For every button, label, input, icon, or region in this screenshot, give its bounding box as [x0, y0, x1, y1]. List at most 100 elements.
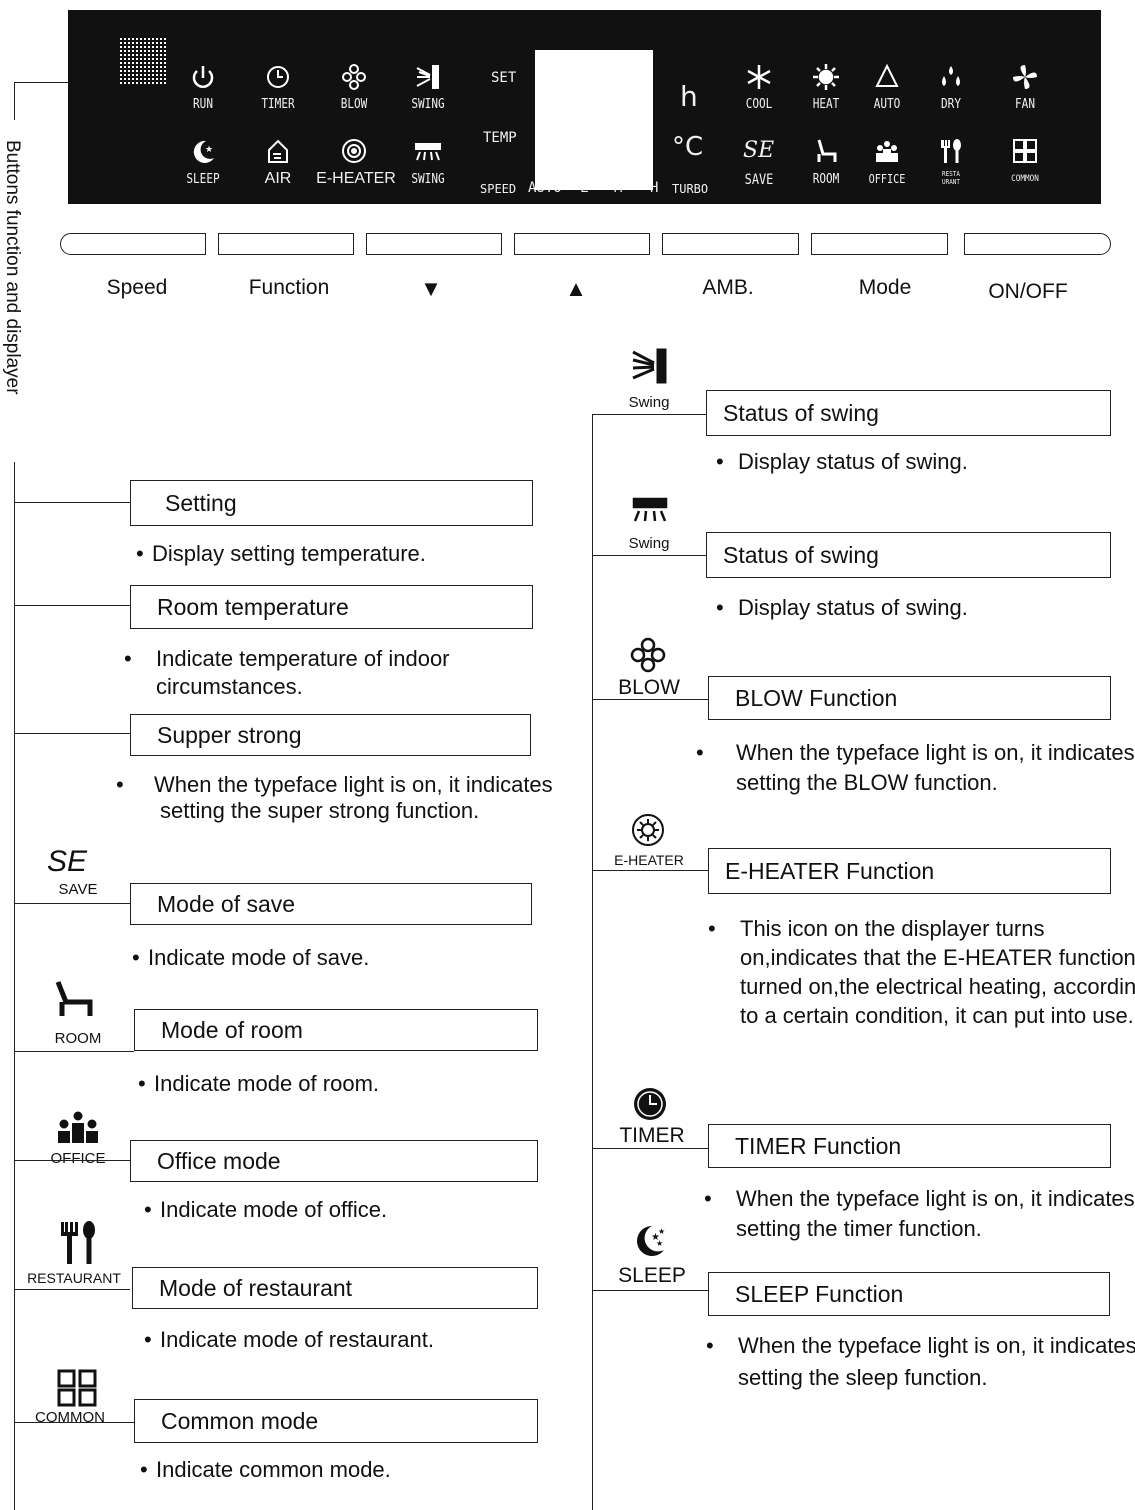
callout-room-temperature-desc: •Indicate temperature of indoor circumst… [124, 646, 450, 699]
swing-icon-label: Swing [628, 394, 670, 411]
callout-mode-room: Mode of room [134, 1009, 538, 1051]
on-off-button[interactable] [964, 233, 1111, 255]
panel-hour-unit: h [680, 80, 698, 113]
save-icon: SE [743, 138, 775, 163]
sidebar-line-top-h [14, 82, 70, 84]
callout-sleep-function-desc: •When the typeface light is on, it indic… [706, 1333, 1135, 1390]
connector [592, 1290, 708, 1292]
control-panel-display: RUN TIMER BLOW SWING ★ SLEEP AIR E-HEATE… [68, 10, 1101, 204]
callout-blow-function: BLOW Function [708, 676, 1111, 720]
timer-icon [248, 62, 308, 96]
swing-icon [398, 62, 458, 96]
up-button[interactable] [514, 233, 650, 255]
lcd-digit-area [535, 50, 653, 190]
callout-mode-save: Mode of save [130, 883, 532, 925]
panel-celsius-unit: °C [672, 132, 704, 162]
down-arrow-icon: ▼ [420, 276, 442, 301]
callout-status-swing-1-desc: •Display status of swing. [716, 449, 968, 474]
callout-status-swing-2: Status of swing [706, 532, 1111, 578]
connector [592, 699, 708, 701]
sleep-icon-label: SLEEP [618, 1264, 686, 1287]
restaurant-icon [921, 136, 981, 170]
connector [592, 1148, 708, 1150]
panel-set-label: SET [491, 70, 517, 86]
swing-icon-label-2: Swing [628, 535, 670, 552]
save-icon-label: SAVE [58, 881, 98, 898]
connector [592, 555, 706, 557]
connector [592, 414, 706, 416]
common-icon-label: COMMON [35, 1409, 105, 1426]
callout-timer-function-desc: •When the typeface light is on, it indic… [704, 1186, 1135, 1241]
callout-super-strong-desc: •When the typeface light is on, it indic… [116, 772, 553, 823]
right-spine [592, 414, 594, 1510]
panel-label-blow: BLOW [340, 97, 368, 112]
sleep-moon-icon: ★★★ [630, 1220, 670, 1265]
svg-text:★: ★ [205, 144, 213, 154]
connector [14, 1422, 134, 1424]
run-icon [173, 62, 233, 96]
office-icon-label: OFFICE [50, 1150, 106, 1167]
speed-button-label: Speed [106, 276, 168, 299]
timer-clock-icon [632, 1086, 668, 1127]
svg-text:★: ★ [651, 1232, 660, 1243]
connector [14, 1051, 134, 1053]
svg-text:★: ★ [658, 1227, 665, 1236]
mode-button[interactable] [811, 233, 948, 255]
callout-status-swing-1: Status of swing [706, 390, 1111, 436]
connector [592, 870, 708, 872]
room-icon [796, 136, 856, 170]
restaurant-icon-label: RESTAURANT [27, 1270, 121, 1286]
down-button[interactable] [366, 233, 502, 255]
timer-icon-label: TIMER [619, 1124, 685, 1147]
swing-horizontal-icon [398, 136, 458, 170]
left-spine [14, 462, 16, 1510]
panel-label-e-heater: E-HEATER [316, 170, 396, 187]
connector [14, 1289, 130, 1291]
callout-e-heater-function-desc: •This icon on the displayer turns on,ind… [708, 916, 1135, 1028]
svg-text:★: ★ [656, 1239, 663, 1248]
callout-mode-room-desc: •Indicate mode of room. [138, 1071, 380, 1096]
connector [14, 733, 130, 735]
panel-label-timer: TIMER [261, 97, 295, 112]
panel-label-swing-2: SWING [411, 172, 445, 187]
on-off-button-label: ON/OFF [988, 280, 1068, 303]
common-icon [995, 136, 1055, 170]
office-people-icon [54, 1110, 102, 1149]
mode-label-save: SAVE [744, 172, 774, 188]
connector [14, 502, 130, 504]
panel-temp-label: TEMP [483, 130, 517, 146]
callout-mode-restaurant: Mode of restaurant [132, 1267, 538, 1309]
up-arrow-icon: ▲ [565, 276, 587, 301]
mode-label-fan: FAN [1015, 97, 1035, 112]
save-se-icon: SE [47, 845, 88, 878]
mode-label-dry: DRY [941, 97, 961, 112]
connector [14, 1160, 130, 1162]
callout-super-strong: Supper strong [130, 714, 531, 756]
auto-icon [857, 62, 917, 96]
callout-e-heater-function: E-HEATER Function [708, 848, 1111, 894]
panel-speed-label: SPEED [480, 182, 517, 196]
heat-icon [796, 62, 856, 96]
callout-sleep-function: SLEEP Function [708, 1272, 1110, 1316]
swing-vertical-icon [630, 348, 670, 389]
amb-button-label: AMB. [702, 276, 754, 299]
speed-button[interactable] [60, 233, 206, 255]
panel-speed-turbo: TURBO [672, 182, 709, 196]
callout-blow-function-desc: •When the typeface light is on, it indic… [696, 740, 1135, 795]
connector [14, 605, 130, 607]
function-button[interactable] [218, 233, 354, 255]
callout-office-mode-desc: •Indicate mode of office. [144, 1197, 388, 1222]
e-heater-icon-label: E-HEATER [614, 852, 684, 868]
room-icon-label: ROOM [54, 1030, 102, 1047]
room-chair-icon [52, 978, 96, 1023]
sidebar-line-top [14, 82, 16, 120]
mode-label-auto: AUTO [873, 97, 901, 112]
amb-button[interactable] [662, 233, 799, 255]
restaurant-fork-spoon-icon [56, 1218, 100, 1271]
swing-horizontal-louver-icon [630, 497, 670, 534]
panel-label-sleep: SLEEP [186, 172, 220, 187]
mode-label-office: OFFICE [868, 172, 906, 186]
mode-label-restaurant: RESTA URANT [942, 170, 960, 186]
callout-office-mode: Office mode [130, 1140, 538, 1182]
e-heater-icon [324, 136, 384, 170]
